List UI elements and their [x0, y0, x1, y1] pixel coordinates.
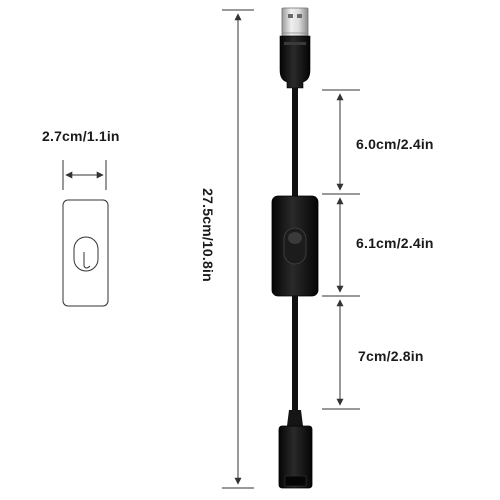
usb-male-housing	[279, 35, 311, 89]
switch-outline-rocker	[73, 236, 99, 272]
switch-width-label: 2.7cm/1.1in	[42, 128, 120, 144]
cable-segment-bottom	[292, 296, 298, 410]
cable-segment-top	[292, 88, 298, 196]
usb-female-port	[284, 475, 307, 487]
usb-cable	[271, 7, 319, 489]
usb-housing-ridge	[284, 42, 306, 45]
switch-rocker-highlight	[288, 232, 302, 244]
segment-2-label: 6.1cm/2.4in	[356, 235, 434, 251]
usb-a-female-connector	[278, 425, 313, 489]
usb-a-male-plug	[281, 7, 309, 37]
segment-1-label: 6.0cm/2.4in	[356, 136, 434, 152]
segment-dimensions	[322, 89, 360, 410]
total-length-dimension	[222, 9, 254, 489]
switch-width-inset	[62, 160, 109, 307]
usb-plug-slot-right	[297, 14, 302, 18]
usb-female-strain-relief	[287, 410, 303, 426]
usb-plug-slot-left	[288, 14, 293, 18]
total-length-label: 27.5cm/10.8in	[200, 188, 216, 282]
switch-outline-rocker-detail	[83, 252, 91, 269]
segment-3-label: 7cm/2.8in	[358, 348, 424, 364]
